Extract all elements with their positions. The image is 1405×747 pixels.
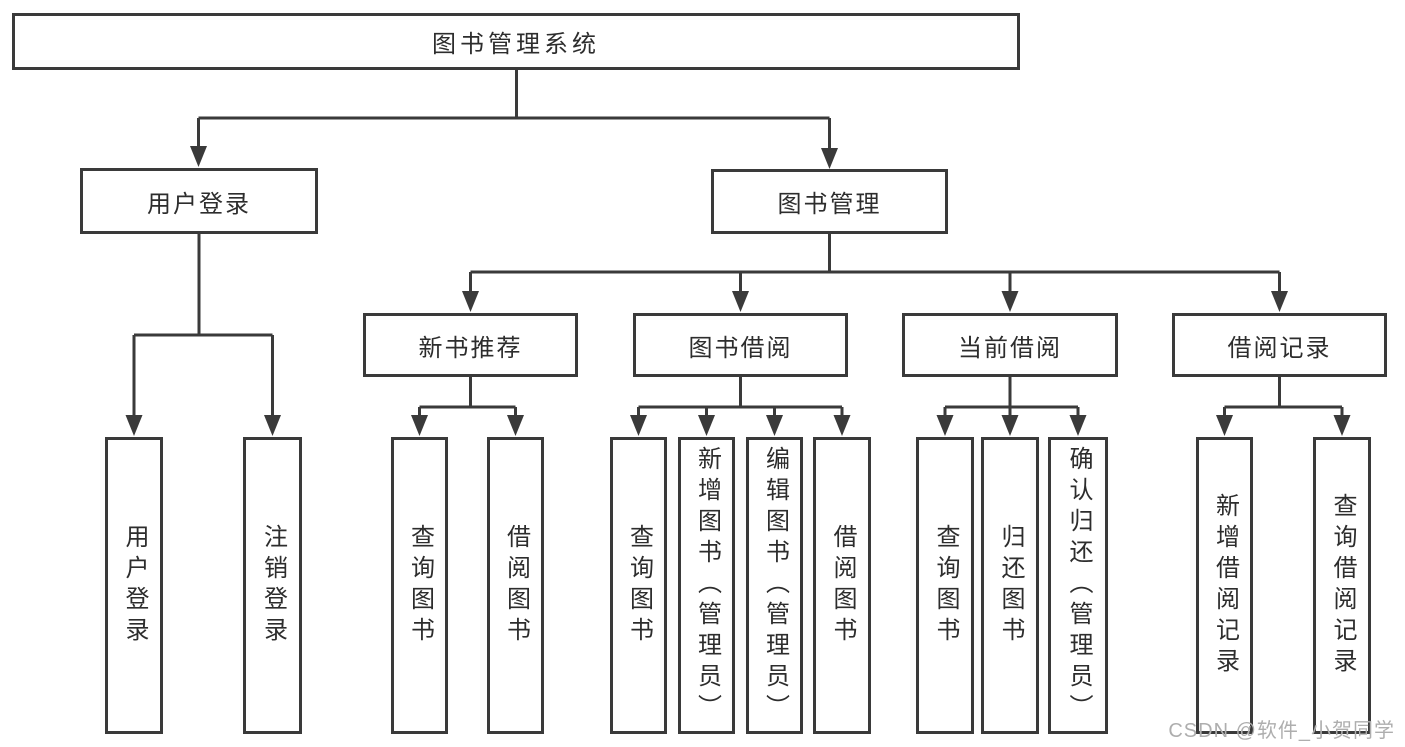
arrowhead-icon [833, 415, 851, 436]
leaf-query-books-recommend: 查询图书 [391, 437, 448, 734]
leaf-label: 查询图书 [625, 523, 653, 648]
leaf-borrow-books-recommend: 借阅图书 [487, 437, 544, 734]
arrowhead-icon [1001, 291, 1019, 312]
arrowhead-icon [507, 415, 524, 436]
leaf-edit-books-admin: 编辑图书（管理员） [746, 437, 803, 734]
arrowheads [125, 146, 1351, 436]
arrowhead-icon [732, 291, 749, 312]
leaf-label: 借阅图书 [829, 523, 856, 648]
node-book-borrowing: 图书借阅 [633, 313, 848, 377]
arrowhead-icon [190, 146, 207, 167]
connector-user-login-children [132, 234, 274, 416]
leaf-label: 借阅图书 [502, 523, 530, 648]
arrowhead-icon [1333, 415, 1351, 436]
arrowhead-icon [125, 415, 143, 436]
leaf-borrow-books: 借阅图书 [813, 437, 871, 734]
arrowhead-icon [1216, 415, 1233, 436]
leaf-label: 注销登录 [259, 523, 287, 648]
arrowhead-icon [936, 415, 954, 436]
arrowhead-icon [630, 415, 647, 436]
arrowhead-icon [1069, 415, 1087, 436]
connector-records-children [1223, 377, 1344, 416]
node-borrowing-records: 借阅记录 [1172, 313, 1387, 377]
leaf-user-login: 用户登录 [105, 437, 163, 734]
leaf-label: 查询图书 [406, 523, 434, 648]
connector-book-borrow-children [637, 377, 844, 416]
leaf-confirm-return-admin: 确认归还（管理员） [1048, 437, 1108, 734]
connector-current-borrow-children [943, 377, 1080, 416]
leaf-add-borrow-record: 新增借阅记录 [1196, 437, 1253, 734]
leaf-label: 新增图书（管理员） [693, 446, 721, 725]
node-root-library-system: 图书管理系统 [12, 13, 1020, 70]
arrowhead-icon [411, 415, 428, 436]
leaf-return-books: 归还图书 [981, 437, 1039, 734]
arrowhead-icon [1271, 291, 1288, 312]
leaf-label: 编辑图书（管理员） [761, 446, 789, 725]
leaf-label: 用户登录 [121, 523, 148, 648]
leaf-label: 确认归还（管理员） [1065, 446, 1092, 725]
arrowhead-icon [462, 291, 479, 312]
leaf-logout: 注销登录 [243, 437, 302, 734]
node-current-borrowing: 当前借阅 [902, 313, 1118, 377]
leaf-label: 新增借阅记录 [1211, 492, 1239, 679]
arrowhead-icon [1001, 415, 1019, 436]
connector-book-mgmt-children [469, 234, 1281, 292]
leaf-query-books-borrow: 查询图书 [610, 437, 667, 734]
arrowhead-icon [264, 415, 281, 436]
arrowhead-icon [821, 148, 838, 169]
arrowhead-icon [766, 415, 783, 436]
node-new-book-recommendation: 新书推荐 [363, 313, 578, 377]
arrowhead-icon [698, 415, 715, 436]
connector-root-to-level2 [197, 70, 831, 149]
watermark: CSDN @软件_小贺同学 [1168, 720, 1395, 742]
connector-new-book-children [418, 377, 517, 416]
leaf-label: 查询借阅记录 [1329, 492, 1356, 679]
node-book-management: 图书管理 [711, 169, 948, 234]
leaf-label: 查询图书 [932, 523, 959, 648]
node-user-login: 用户登录 [80, 168, 318, 234]
leaf-query-books-current: 查询图书 [916, 437, 974, 734]
leaf-query-borrow-record: 查询借阅记录 [1313, 437, 1371, 734]
leaf-label: 归还图书 [997, 523, 1024, 648]
leaf-add-books-admin: 新增图书（管理员） [678, 437, 735, 734]
